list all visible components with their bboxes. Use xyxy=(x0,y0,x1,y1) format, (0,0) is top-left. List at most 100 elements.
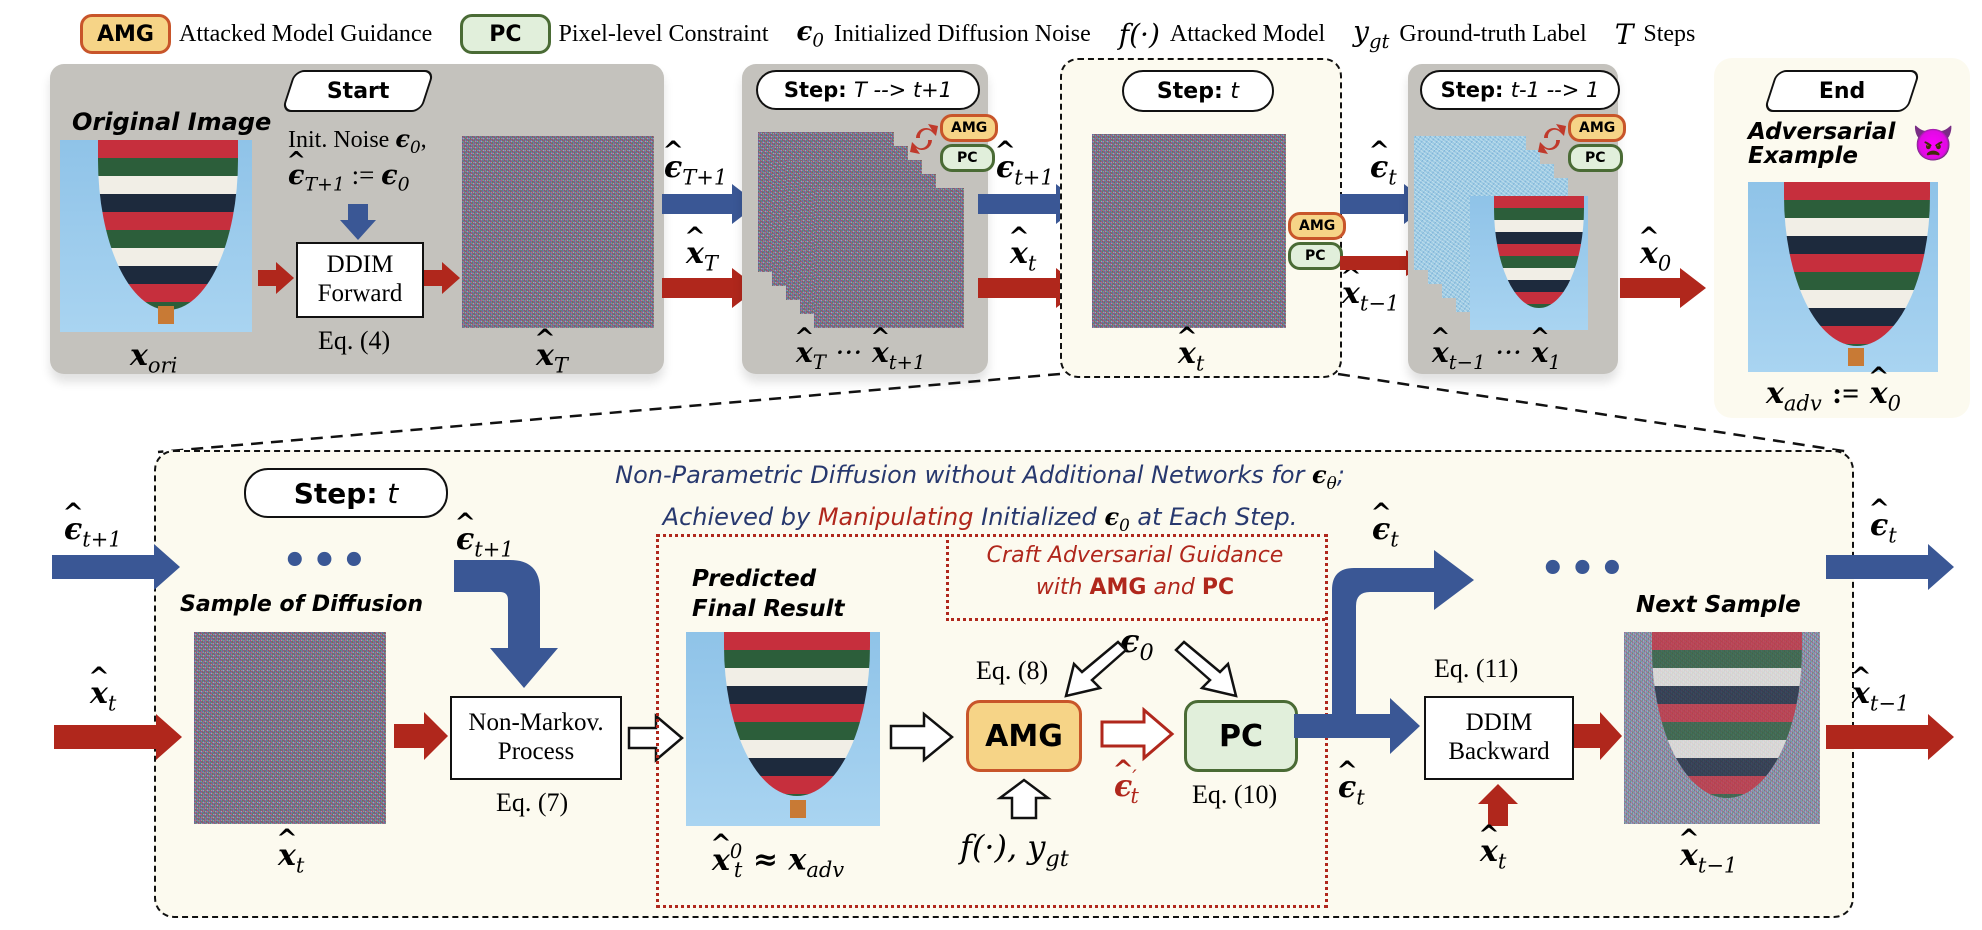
red-arrow xyxy=(662,268,758,308)
detail-in-eps-label: ϵt+1 xyxy=(64,512,122,551)
out-x-label: xt−1 xyxy=(1852,676,1909,715)
red-arrow xyxy=(978,268,1082,308)
label-x-t: xt xyxy=(1010,236,1036,275)
legend-pc-badge: PC xyxy=(460,14,551,54)
legend-eps0-symbol: ϵ0 xyxy=(796,16,824,52)
stacked-noise-image-5 xyxy=(814,188,964,328)
model-input-label: f(·), ygt xyxy=(960,828,1069,872)
predicted-var-approx: x0t ≈ xadv xyxy=(712,840,844,882)
x-up-label: xt xyxy=(1480,834,1506,873)
legend-steps-text: Steps xyxy=(1643,20,1696,47)
original-image-caption: Original Image xyxy=(72,108,272,136)
blue-bent-arrow-down xyxy=(454,560,558,688)
blue-arrow xyxy=(1340,184,1430,224)
label-x-T: xT xyxy=(686,236,718,275)
eq8-label: Eq. (8) xyxy=(976,656,1049,685)
adversarial-example-image xyxy=(1748,182,1938,372)
var-xt: xt xyxy=(1178,336,1204,375)
craft-guidance-text: Craft Adversarial Guidance with AMG and … xyxy=(986,543,1284,600)
blue-arrow xyxy=(52,544,180,590)
noise-image-xt xyxy=(1092,134,1286,328)
balloon-basket xyxy=(790,800,806,818)
cycle-icon xyxy=(910,124,938,154)
label-eps-t1: ϵt+1 xyxy=(996,150,1054,189)
detail-step-label: Step: t xyxy=(244,468,448,518)
red-arrow xyxy=(394,712,448,760)
label-eps-t: ϵt xyxy=(1370,150,1397,189)
blue-arrow xyxy=(978,184,1082,224)
red-arrow-small xyxy=(258,262,294,294)
blue-arrow xyxy=(662,184,758,224)
hollow-red-arrow xyxy=(1100,706,1175,762)
step-T-pc-badge: PC xyxy=(940,144,995,172)
eps-down-label: ϵt+1 xyxy=(456,522,514,561)
var-xT: xT xyxy=(536,338,568,377)
legend-ygt-symbol: ygt xyxy=(1353,15,1390,53)
step-t1-amg-badge: AMG xyxy=(1568,114,1627,142)
red-arrow-small xyxy=(424,262,460,294)
cycle-icon xyxy=(1538,124,1566,154)
detail-panel xyxy=(154,450,1854,918)
hollow-arrow xyxy=(889,711,954,763)
legend-eps0-text: Initialized Diffusion Noise xyxy=(833,20,1091,47)
step-t1-range-vars: xt−1 ··· x1 xyxy=(1432,336,1561,374)
non-markov-process-box: Non-Markov.Process xyxy=(450,696,622,780)
legend-ygt-text: Ground-truth Label xyxy=(1399,20,1587,47)
detail-heading-line2: Achieved by Manipulating Initialized ϵ0 … xyxy=(662,501,1298,535)
predicted-final-result-image xyxy=(686,632,880,826)
legend-amg-text: Attacked Model Guidance xyxy=(178,20,433,47)
eps-side-label: ϵt xyxy=(1338,770,1365,809)
red-arrow xyxy=(1620,268,1706,308)
next-sample-var: xt−1 xyxy=(1680,838,1737,877)
balloon-basket xyxy=(158,306,174,324)
red-arrow xyxy=(1574,712,1622,760)
sample-of-diffusion-caption: Sample of Diffusion xyxy=(180,592,424,617)
step-T-label: Step: T --> t+1 xyxy=(756,70,980,110)
balloon-basket xyxy=(1848,348,1864,366)
step-t-label: Step: t xyxy=(1122,70,1274,112)
blue-arrow-down-small xyxy=(340,204,376,240)
legend-pc-text: Pixel-level Constraint xyxy=(558,20,769,47)
label-x0: x0 xyxy=(1640,236,1671,275)
detail-in-x-label: xt xyxy=(90,676,116,715)
blue-arrow xyxy=(1826,544,1954,590)
detail-ellipsis-right: ••• xyxy=(1540,546,1629,592)
step-T-amg-badge: AMG xyxy=(940,114,999,142)
legend-model-text: Attacked Model xyxy=(1169,20,1326,47)
var-x-adv-assign: xadv := x0 xyxy=(1766,376,1901,415)
hollow-arrow-up xyxy=(996,778,1052,820)
red-arrow xyxy=(54,714,182,760)
step-T-range-vars: xT ··· xt+1 xyxy=(796,336,925,374)
eps-prime-label: ϵ′t xyxy=(1114,766,1139,808)
pc-box: PC xyxy=(1184,700,1298,772)
eq10-label: Eq. (10) xyxy=(1192,780,1278,809)
red-arrow xyxy=(1826,714,1954,760)
balloon-shape xyxy=(1652,632,1802,798)
legend-model-symbol: f(·) xyxy=(1118,17,1160,51)
legend: AMG Attacked Model Guidance PC Pixel-lev… xyxy=(80,14,1723,54)
next-sample-caption: Next Sample xyxy=(1636,592,1801,618)
red-arrow xyxy=(1340,250,1430,276)
detail-ellipsis-left: ••• xyxy=(282,538,371,584)
eps-up-label: ϵt xyxy=(1372,512,1399,551)
legend-amg-badge: AMG xyxy=(80,14,171,54)
hollow-arrow-diag-left xyxy=(1064,640,1128,698)
amg-box: AMG xyxy=(966,700,1082,772)
step-t-amg-badge: AMG xyxy=(1288,212,1347,240)
detail-heading-line1: Non-Parametric Diffusion without Additio… xyxy=(615,460,1345,493)
stacked-denoise-image-5 xyxy=(1470,196,1588,330)
eq4-label: Eq. (4) xyxy=(318,326,391,355)
craft-guidance-subregion xyxy=(946,534,1325,621)
assign-eps-text: ϵT+1 := ϵ0 xyxy=(288,160,410,196)
next-sample-image xyxy=(1624,632,1820,824)
devil-emoji-icon: 👿 xyxy=(1912,126,1955,163)
step-t1-pc-badge: PC xyxy=(1568,144,1623,172)
red-arrow-up xyxy=(1478,784,1518,826)
var-x-ori: xori xyxy=(130,338,178,378)
label-eps-T1: ϵT+1 xyxy=(664,150,727,189)
